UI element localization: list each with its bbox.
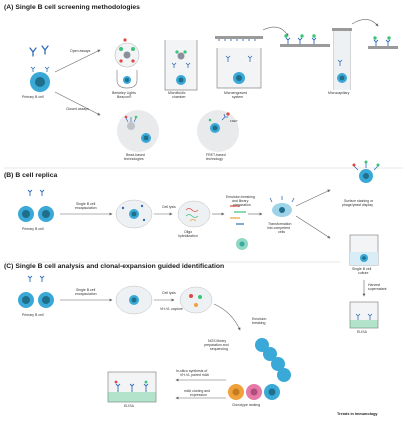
c-cell-lysis-label: Cell lysis	[162, 291, 176, 295]
b-surface-label-1: Surface staining or	[344, 199, 374, 203]
section-b-title: (B) B cell replica	[4, 172, 58, 179]
droplet-c	[115, 285, 153, 315]
clonotype-cells	[228, 384, 280, 400]
b-culture-label-2: culture	[358, 271, 369, 275]
closed-assays-label: Closed assays	[66, 107, 89, 111]
small-green-cell	[236, 238, 248, 250]
b-cell-pair	[18, 189, 54, 222]
microengraved-system	[215, 36, 263, 89]
microfluidic-chamber	[164, 40, 198, 91]
microengraved-label-2: system	[232, 95, 244, 99]
c-vhvl-label: VH-VL capture	[160, 307, 183, 311]
c-primary-b-cell-label: Primary B cell	[22, 313, 44, 317]
c-insilico-label-1: In-silico synthesis of	[176, 369, 208, 373]
b-elisa-label: ELISA	[357, 330, 367, 334]
primary-b-cell-label: Primary B cell	[22, 95, 44, 99]
c-elisa-label: ELISA	[124, 404, 134, 408]
c-encap-label-2: encapsulation	[75, 292, 97, 296]
fret-label-2: technology	[206, 157, 223, 161]
b-culture-label-1: Single B cell	[352, 267, 372, 271]
elisa-well-c	[107, 371, 157, 403]
section-c-title: (C) Single B cell analysis and clonal-ex…	[4, 263, 225, 270]
capillary-slide	[368, 36, 398, 49]
b-cell-pair-c	[18, 275, 54, 308]
elisa-well-b	[349, 301, 379, 329]
journal-brand: Trends in Immunology	[337, 412, 378, 416]
primary-b-cell	[30, 66, 50, 92]
microfluidic-label-1: Microfluidic	[168, 91, 186, 95]
b-cell-lysis-label: Cell lysis	[162, 205, 176, 209]
fret-tag: FRET	[230, 119, 238, 123]
sequencing-beads	[255, 338, 291, 382]
dna-fragments	[230, 205, 246, 225]
section-c-artwork	[18, 275, 291, 403]
antibody-slide	[280, 34, 330, 47]
c-encap-label-1: Single B cell	[76, 288, 96, 292]
fret-label-1: FRET-based	[206, 153, 226, 157]
section-a-title: (A) Single B cell screening methodologie…	[4, 4, 140, 11]
c-mab-label-2: expression	[190, 393, 207, 397]
microcapillary	[332, 28, 352, 90]
b-emulsion-label-1: Emulsion breaking	[226, 195, 255, 199]
c-ngs-label-2: preparation and	[204, 343, 229, 347]
b-harvest-label-2: supernatant	[368, 287, 387, 291]
vhvl-capture-droplet	[179, 286, 213, 314]
b-transform-label-3: cells	[278, 230, 286, 234]
fret-based-circle	[197, 110, 239, 152]
b-encap-label-2: encapsulation	[75, 206, 97, 210]
microfluidic-label-2: chamber	[172, 95, 186, 99]
b-transform-label-2: into competent	[267, 226, 290, 230]
c-emulsion-label-2: breaking	[252, 321, 266, 325]
lysed-droplet	[177, 200, 211, 228]
berkeley-label-1: Berkeley Lights	[112, 91, 136, 95]
microengraved-label-1: Microengraved	[224, 91, 248, 95]
antibody-icon	[41, 45, 49, 55]
bead-label-2: technologies	[124, 157, 144, 161]
c-ngs-label-1: NGS library	[208, 339, 227, 343]
b-emulsion-label-2: and library	[232, 199, 249, 203]
b-harvest-label-1: Harvest	[368, 283, 381, 287]
b-surface-label-2: phage/yeast display	[342, 203, 373, 207]
c-ngs-label-3: sequencing	[210, 347, 228, 351]
section-b-artwork	[18, 160, 380, 329]
berkeley-lights-chamber	[114, 38, 140, 89]
competent-cell	[269, 196, 295, 217]
open-assays-label: Open assays	[70, 49, 91, 53]
c-clonotype-label: Clonotype ranking	[232, 403, 261, 407]
b-encap-label-1: Single B cell	[76, 202, 96, 206]
bead-label-1: Bead-based	[126, 153, 145, 157]
b-oligo-label-1: Oligo	[184, 230, 193, 234]
c-mab-label-1: mAb cloning and	[184, 389, 211, 393]
b-emulsion-label-3: preparation	[233, 203, 251, 207]
antibody-icon	[29, 47, 37, 57]
culture-well	[349, 234, 379, 266]
bead-based-circle	[117, 110, 159, 152]
c-emulsion-label-1: Emulsion	[252, 317, 267, 321]
b-transform-label-1: Transformation	[268, 222, 292, 226]
microcapillary-label: Microcapillary	[328, 91, 350, 95]
section-a-artwork	[29, 19, 398, 152]
b-primary-b-cell-label: Primary B cell	[22, 227, 44, 231]
b-oligo-label-2: hybridization	[178, 234, 198, 238]
berkeley-label-2: Beacon®	[117, 95, 132, 99]
c-insilico-label-2: VH-VL paired mAb	[180, 373, 210, 377]
droplet-encapsulated-cell	[115, 199, 153, 229]
surface-displaying-cell	[352, 160, 380, 183]
